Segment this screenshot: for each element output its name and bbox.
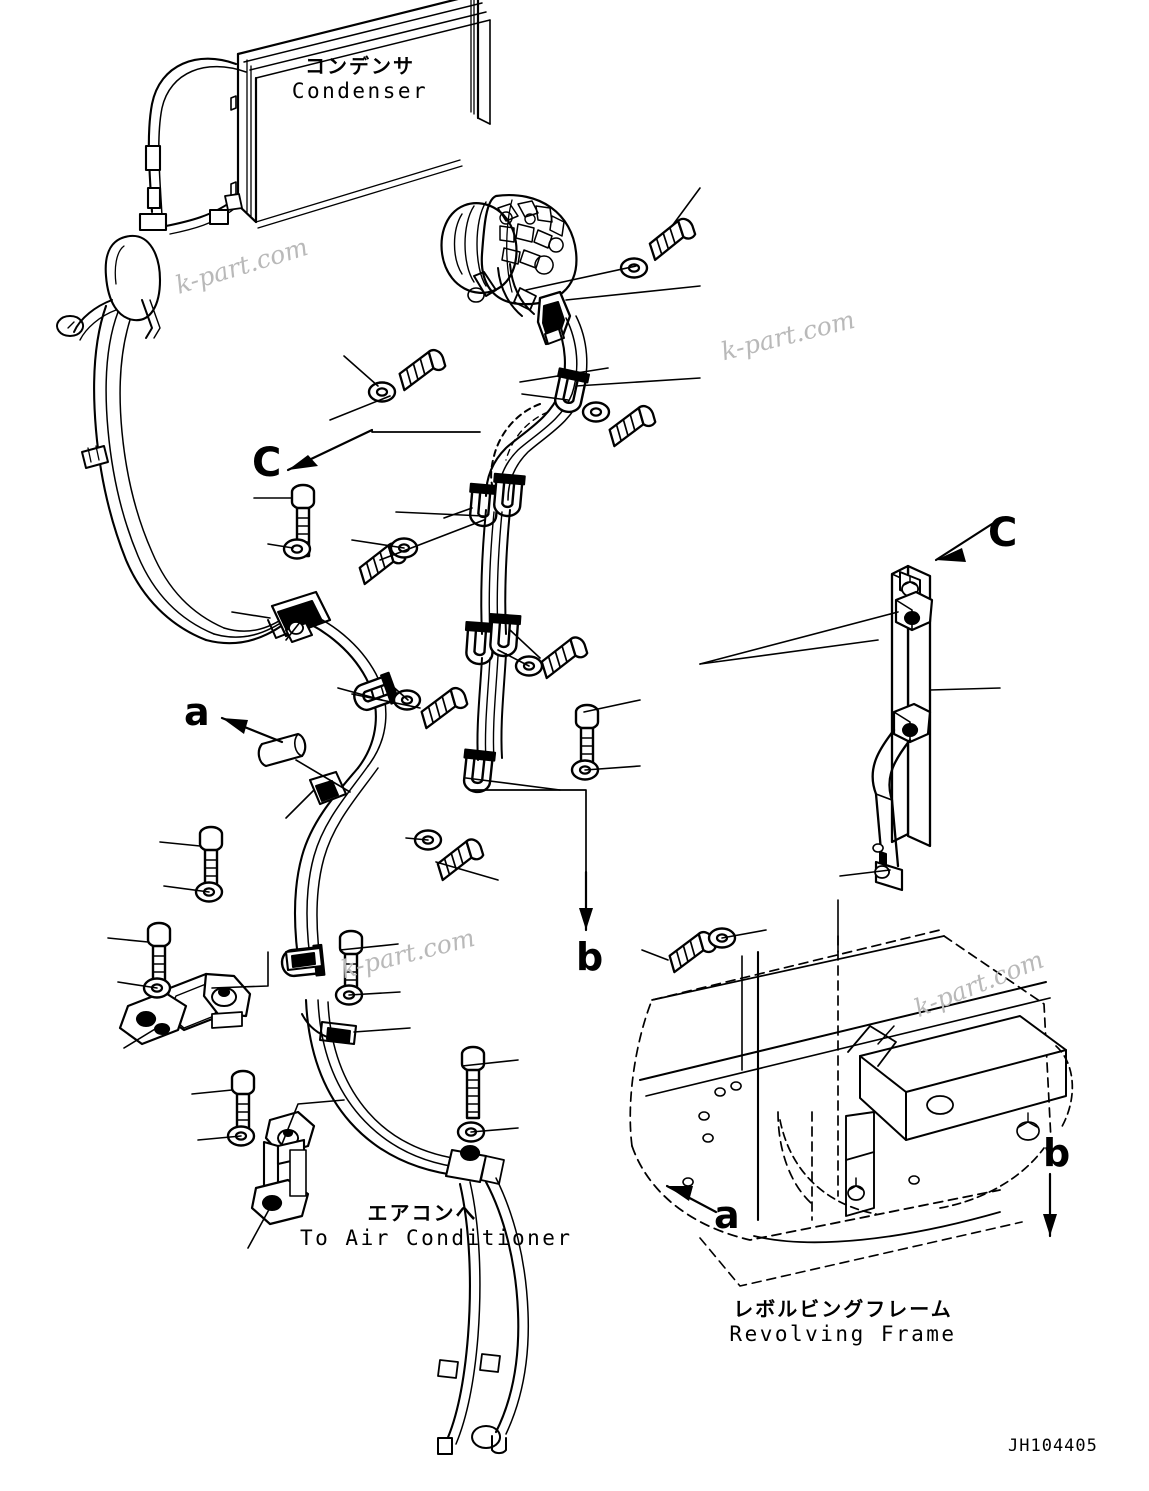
label-to-air-conditioner: エアコンへ To Air Conditioner [300,1201,573,1250]
label-condenser: コンデンサ Condenser [245,54,475,103]
label-condenser-jp: コンデンサ [305,54,415,78]
label-revolving-frame-jp: レボルビングフレーム [733,1297,953,1321]
callout-c-left: C [252,440,282,486]
callout-a-left: a [184,690,210,734]
label-revolving-frame: レボルビングフレーム Revolving Frame [728,1297,958,1346]
revolving-frame [629,929,1074,1287]
mid-left-clamp [267,590,332,643]
main-hose-bundle [459,315,591,795]
lower-bracket-one [118,972,252,1046]
label-to-air-conditioner-jp: エアコンへ [367,1201,478,1225]
left-hose-run [81,304,293,645]
right-mounting-bracket [871,564,934,892]
compressor-clamp [536,290,572,346]
callout-a-bottom: a [714,1193,740,1237]
callout-c-right: C [988,510,1018,556]
drawing-number: JH104405 [1008,1436,1098,1456]
callout-arrows [220,428,1057,1238]
left-center-hose [257,609,401,975]
label-condenser-en: Condenser [291,78,429,103]
condenser-hoses [56,57,247,341]
condenser-core [230,0,491,229]
lower-left-clamps [279,943,530,1455]
compressor-assembly [440,194,578,317]
label-revolving-frame-en: Revolving Frame [729,1321,957,1346]
callout-b-center: b [576,935,604,979]
leader-lines [107,187,1001,1249]
lower-bracket-two [250,1110,316,1226]
label-to-air-conditioner-en: To Air Conditioner [300,1225,573,1250]
callout-b-bottom: b [1043,1131,1071,1175]
